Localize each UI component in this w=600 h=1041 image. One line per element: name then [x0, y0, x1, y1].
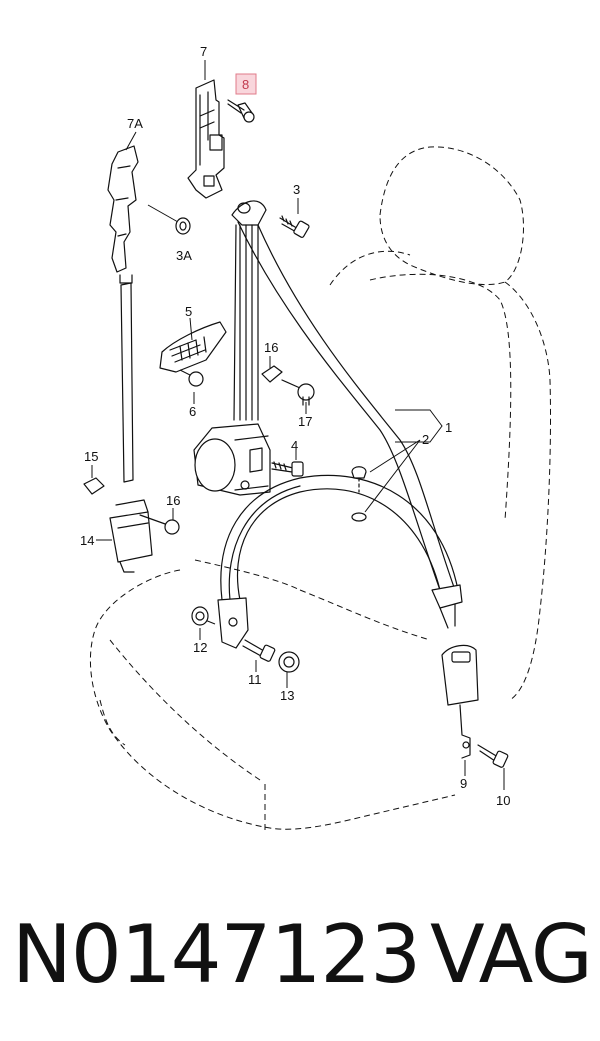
clip-16-upper	[261, 365, 283, 383]
callout-15: 15	[84, 449, 98, 464]
nut-3a	[147, 204, 191, 235]
callout-16-upper: 16	[264, 340, 278, 355]
callout-labels: 7 8 7A 3 3A 5 16 6 17 1 2 4 15 16 14 12 …	[80, 44, 510, 808]
callout-2: 2	[422, 432, 429, 447]
callout-11: 11	[248, 672, 262, 687]
backrest-inner-outline	[369, 273, 512, 521]
adjuster-b-rail	[107, 145, 139, 273]
nut-13	[278, 651, 300, 673]
nut-6	[179, 369, 204, 387]
callout-8-highlight	[235, 73, 257, 95]
seat-tensioner	[109, 499, 153, 573]
callout-14: 14	[80, 533, 94, 548]
buckle-bolt	[477, 744, 509, 768]
lap-webbing	[220, 474, 459, 601]
retractor-bolt	[271, 461, 304, 477]
callout-5: 5	[185, 304, 192, 319]
height-adjuster-b-pillar	[107, 145, 139, 284]
part-number: N0147123	[12, 908, 421, 1001]
callout-10: 10	[496, 793, 510, 808]
cushion-outline	[89, 559, 456, 830]
callout-6: 6	[189, 404, 196, 419]
brand-name: VAG	[430, 908, 593, 1001]
seat-outline	[89, 146, 552, 830]
callout-16-lower: 16	[166, 493, 180, 508]
pillar-webbing	[120, 282, 134, 483]
callout-4: 4	[291, 438, 298, 453]
callout-3a: 3A	[176, 248, 192, 263]
spacer-12	[191, 606, 216, 626]
bolt-17	[281, 379, 315, 406]
bolt-16-lower	[139, 514, 180, 535]
backrest-outline	[329, 250, 552, 701]
trim-caps	[351, 466, 367, 522]
callout-7a: 7A	[127, 116, 143, 131]
diagram-canvas: 7 8 7A 3 3A 5 16 6 17 1 2 4 15 16 14 12 …	[80, 44, 552, 830]
exploded-diagram: 7 8 7A 3 3A 5 16 6 17 1 2 4 15 16 14 12 …	[80, 44, 552, 830]
callout-1: 1	[445, 420, 452, 435]
clip-15	[83, 477, 105, 495]
belt-tongue	[431, 584, 463, 629]
lap-anchor-plate	[217, 597, 249, 649]
height-adjuster-pillar	[187, 79, 225, 199]
guide-bracket	[159, 321, 227, 373]
callout-12: 12	[193, 640, 207, 655]
callout-17: 17	[298, 414, 312, 429]
callout-7: 7	[200, 44, 207, 59]
belt-retractor	[193, 423, 271, 496]
adjuster-screw	[227, 99, 255, 123]
lap-bolt	[242, 639, 276, 662]
callout-8: 8	[242, 77, 249, 92]
footer: N0147123 VAG	[0, 905, 600, 1005]
headrest-outline	[379, 146, 525, 285]
belt-buckle	[441, 644, 479, 759]
upper-anchor-bolt	[279, 215, 310, 238]
callout-9: 9	[460, 776, 467, 791]
callout-13: 13	[280, 688, 294, 703]
cushion-front-outline	[99, 699, 266, 830]
shoulder-webbing	[231, 200, 456, 591]
callout-3: 3	[293, 182, 300, 197]
leader-lines	[91, 60, 505, 790]
adjuster-rail	[187, 79, 225, 199]
